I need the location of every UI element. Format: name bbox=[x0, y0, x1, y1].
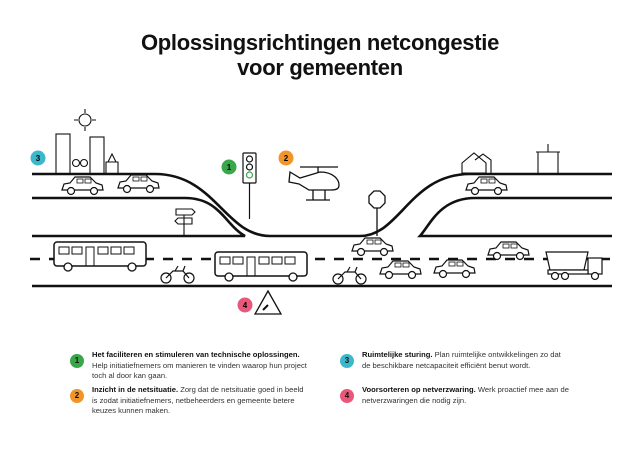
legend-heading: Het faciliteren en stimuleren van techni… bbox=[92, 350, 300, 359]
bus bbox=[53, 241, 147, 272]
legend-text: Help initiatiefnemers om manieren te vin… bbox=[92, 360, 307, 381]
title-line-1: Oplossingsrichtingen netcongestie bbox=[140, 30, 500, 55]
legend-item-4: 4 Voorsorteren op netverzwaring. Werk pr… bbox=[340, 385, 570, 406]
legend-badge: 4 bbox=[340, 389, 354, 403]
signpost-icon bbox=[174, 208, 196, 235]
roads bbox=[30, 172, 612, 288]
car bbox=[117, 174, 160, 194]
marker-2-label: 2 bbox=[284, 154, 289, 163]
helicopter-icon bbox=[288, 166, 340, 201]
legend-item-1: 1 Het faciliteren en stimuleren van tech… bbox=[70, 350, 310, 382]
marker-1-label: 1 bbox=[227, 163, 232, 172]
stop-sign-icon bbox=[368, 190, 386, 236]
legend-heading: Inzicht in de netsituatie. bbox=[92, 385, 179, 394]
road-edge bbox=[417, 196, 612, 238]
buildings-icon bbox=[55, 109, 560, 175]
marker-2: 2 bbox=[278, 150, 294, 166]
car bbox=[487, 241, 530, 261]
motorcycle bbox=[160, 265, 195, 284]
marker-1: 1 bbox=[221, 159, 237, 175]
car bbox=[465, 176, 508, 196]
legend-heading: Voorsorteren op netverzwaring. bbox=[362, 385, 476, 394]
car bbox=[61, 176, 104, 196]
legend-heading: Ruimtelijke sturing. bbox=[362, 350, 433, 359]
road-edge bbox=[32, 196, 246, 238]
car bbox=[351, 237, 394, 257]
traffic-light-icon bbox=[242, 152, 257, 219]
legend-text: Plan ruimtelijke ontwikkelingen zo dat d… bbox=[362, 350, 561, 370]
car bbox=[379, 260, 422, 280]
marker-3-label: 3 bbox=[36, 154, 41, 163]
legend-text: Werk proactief mee aan de netverzwaringe… bbox=[362, 385, 569, 405]
legend-badge: 3 bbox=[340, 354, 354, 368]
road-edge bbox=[32, 172, 612, 238]
legend-item-2: 2 Inzicht in de netsituatie. Zorg dat de… bbox=[70, 385, 310, 417]
legend-badge: 2 bbox=[70, 389, 84, 403]
legend-item-3: 3 Ruimtelijke sturing. Plan ruimtelijke … bbox=[340, 350, 570, 371]
title-line-2: voor gemeenten bbox=[237, 55, 403, 80]
motorcycle bbox=[332, 266, 367, 285]
warning-sign-icon bbox=[253, 289, 283, 315]
legend-text: Zorg dat de netsituatie goed in beeld is… bbox=[92, 385, 304, 415]
marker-4: 4 bbox=[237, 297, 253, 313]
marker-3: 3 bbox=[30, 150, 46, 166]
marker-4-label: 4 bbox=[243, 301, 248, 310]
legend-badge: 1 bbox=[70, 354, 84, 368]
dump-truck-icon bbox=[545, 251, 603, 281]
bus bbox=[214, 251, 308, 282]
car bbox=[433, 259, 476, 279]
